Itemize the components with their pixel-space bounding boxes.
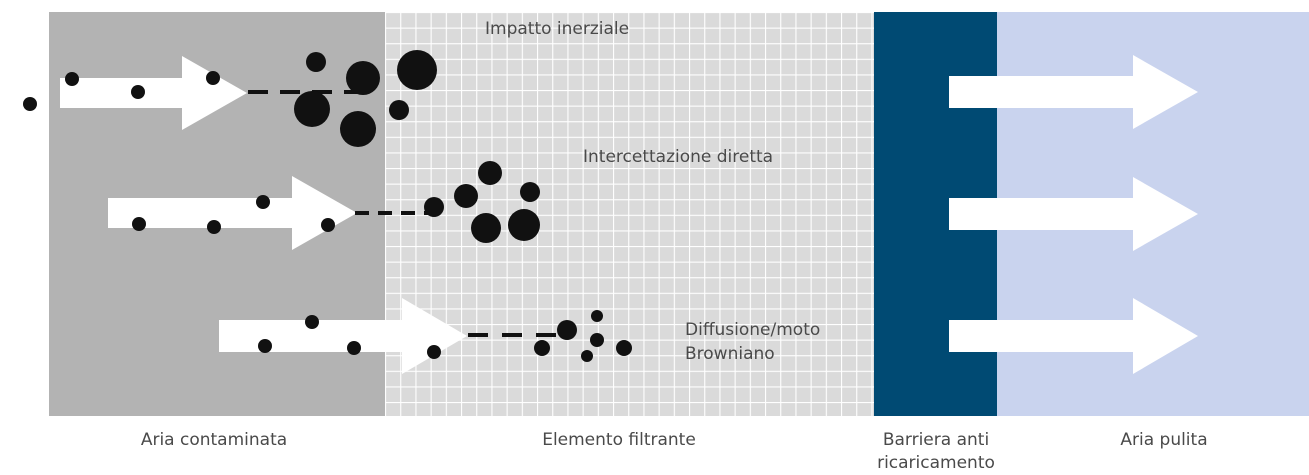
right-arrow-icon xyxy=(219,298,467,374)
particle-dot xyxy=(534,340,550,356)
particle-dot xyxy=(340,111,376,147)
right-arrow-icon xyxy=(108,176,357,250)
particle-dot xyxy=(206,71,220,85)
particle-dot xyxy=(347,341,361,355)
right-arrow-icon xyxy=(949,177,1198,251)
particle-dot xyxy=(478,161,502,185)
diffusion-label-line2: Browniano xyxy=(685,344,775,364)
filter-element-label: Elemento filtrante xyxy=(542,430,696,450)
right-arrow-icon xyxy=(949,298,1198,374)
contaminated-air-label: Aria contaminata xyxy=(141,430,287,450)
diffusion-label-line1: Diffusione/moto xyxy=(685,320,820,340)
direct-interception-label: Intercettazione diretta xyxy=(583,147,773,167)
particle-dot xyxy=(389,100,409,120)
particle-dot xyxy=(256,195,270,209)
direct-interception-particles xyxy=(132,161,540,243)
particle-dot xyxy=(23,97,37,111)
clean-air-label: Aria pulita xyxy=(1120,430,1207,450)
barrier-label-line2: ricaricamento xyxy=(877,453,995,473)
particle-dot xyxy=(397,50,437,90)
filter-element-zone xyxy=(385,12,874,416)
particle-dot xyxy=(132,217,146,231)
particle-dot xyxy=(346,61,380,95)
particle-dot xyxy=(65,72,79,86)
particle-dot xyxy=(131,85,145,99)
particle-dot xyxy=(427,345,441,359)
particle-dot xyxy=(321,218,335,232)
diffusion-particles xyxy=(258,310,632,362)
particle-dot xyxy=(258,339,272,353)
particle-dot xyxy=(471,213,501,243)
particle-dot xyxy=(508,209,540,241)
particle-dot xyxy=(306,52,326,72)
particle-dot xyxy=(294,91,330,127)
particle-dot xyxy=(590,333,604,347)
inertial-impaction-label: Impatto inerziale xyxy=(485,19,629,39)
right-arrow-icon xyxy=(949,55,1198,129)
particle-dot xyxy=(207,220,221,234)
particle-dot xyxy=(305,315,319,329)
barrier-label-line1: Barriera anti xyxy=(883,430,989,450)
particle-dot xyxy=(454,184,478,208)
particle-dot xyxy=(520,182,540,202)
particle-dot xyxy=(557,320,577,340)
particle-dot xyxy=(424,197,444,217)
inertial-impaction-particles xyxy=(23,50,437,147)
particle-dot xyxy=(591,310,603,322)
particle-dot xyxy=(581,350,593,362)
particle-dot xyxy=(616,340,632,356)
right-arrow-icon xyxy=(60,56,247,130)
